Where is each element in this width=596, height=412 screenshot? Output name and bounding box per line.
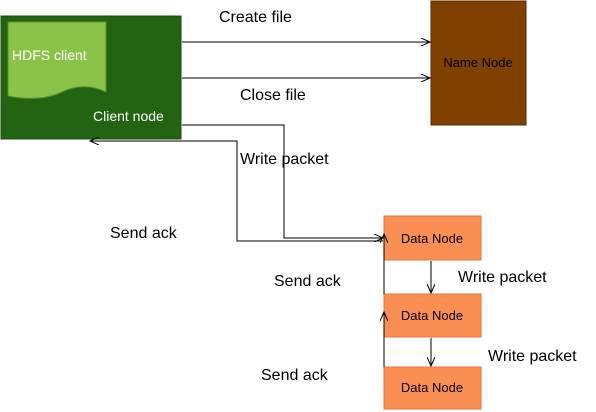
client-node-label: Client node bbox=[93, 108, 164, 124]
data-node-1-box bbox=[383, 215, 482, 261]
data-node-3-box bbox=[383, 366, 482, 410]
close-file-label: Close file bbox=[240, 87, 306, 104]
write-packet-2-label: Write packet bbox=[458, 269, 547, 286]
data-node-2-label: Data Node bbox=[401, 308, 463, 323]
data-node-3-label: Data Node bbox=[401, 380, 463, 395]
name-node-box bbox=[430, 0, 527, 126]
send-ack-2-label: Send ack bbox=[274, 273, 342, 290]
write-packet-1-arrow bbox=[182, 124, 383, 238]
data-node-2-box bbox=[383, 293, 482, 338]
name-node-label: Name Node bbox=[443, 55, 512, 70]
write-packet-3-label: Write packet bbox=[488, 348, 577, 365]
send-ack-1-arrow bbox=[90, 141, 383, 242]
send-ack-3-label: Send ack bbox=[261, 367, 329, 384]
hdfs-client-label: HDFS client bbox=[12, 47, 87, 63]
send-ack-1-label: Send ack bbox=[110, 225, 178, 242]
data-node-1: Data Node bbox=[383, 215, 482, 261]
data-node-2: Data Node bbox=[383, 293, 482, 338]
hdfs-client-document-icon bbox=[7, 21, 107, 99]
write-packet-1-label: Write packet bbox=[240, 151, 329, 168]
name-node: Name Node bbox=[430, 0, 527, 126]
create-file-label: Create file bbox=[219, 9, 292, 26]
data-node-3: Data Node bbox=[383, 366, 482, 410]
client-node: HDFS client Client node bbox=[0, 15, 182, 140]
data-node-1-label: Data Node bbox=[401, 231, 463, 246]
